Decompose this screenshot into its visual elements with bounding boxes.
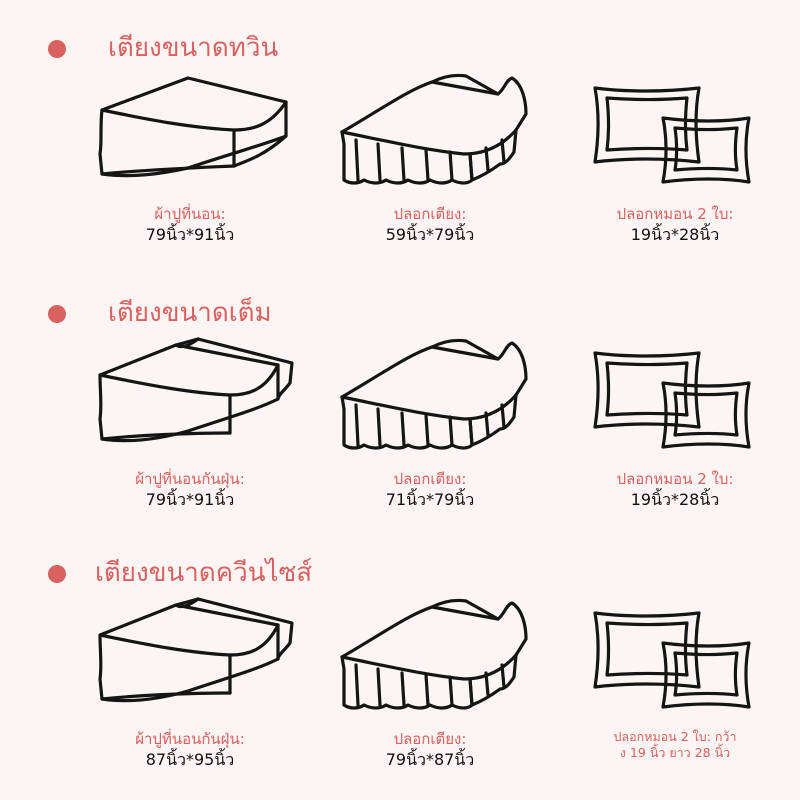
section-title: เตียงขนาดทวิน xyxy=(108,33,279,63)
bed-skirt-item: ปลอกเตียง: 59นิ้ว*79นิ้ว xyxy=(320,70,540,246)
bullet-dot-icon xyxy=(48,305,66,323)
item-caption: ผ้าปูที่นอนกันฝุ่น: xyxy=(135,470,245,488)
fitted-sheet-item: ผ้าปูที่นอนกันฝุ่น: 79นิ้ว*91นิ้ว xyxy=(80,335,300,511)
item-size: 19นิ้ว*28นิ้ว xyxy=(630,490,720,509)
item-size: 71นิ้ว*79นิ้ว xyxy=(385,490,475,509)
section-title: เตียงขนาดควีนไซส์ xyxy=(95,558,313,588)
pillowcases-icon xyxy=(593,611,751,709)
bullet-dot-icon xyxy=(48,565,66,583)
item-size: 79นิ้ว*91นิ้ว xyxy=(145,490,235,509)
item-size: ง 19 นิ้ว ยาว 28 นิ้ว xyxy=(619,745,731,760)
item-caption: ผ้าปูที่นอน: xyxy=(154,205,226,223)
section-title: เตียงขนาดเต็ม xyxy=(108,298,272,328)
pillowcases-icon xyxy=(593,86,751,184)
bed-skirt-item: ปลอกเตียง: 71นิ้ว*79นิ้ว xyxy=(320,335,540,511)
fitted-sheet-item: ผ้าปูที่นอนกันฝุ่น: 87นิ้ว*95นิ้ว xyxy=(80,595,300,771)
section-header: เตียงขนาดเต็ม xyxy=(0,293,800,333)
item-size: 79นิ้ว*87นิ้ว xyxy=(385,750,475,769)
section-header: เตียงขนาดควีนไซส์ xyxy=(0,553,800,593)
bed-skirt-item: ปลอกเตียง: 79นิ้ว*87นิ้ว xyxy=(320,595,540,771)
bullet-dot-icon xyxy=(48,40,66,58)
pillowcase-item: ปลอกหมอน 2 ใบ: 19นิ้ว*28นิ้ว xyxy=(565,70,785,246)
item-size: 19นิ้ว*28นิ้ว xyxy=(630,225,720,244)
item-size: 87นิ้ว*95นิ้ว xyxy=(145,750,235,769)
item-caption: ปลอกเตียง: xyxy=(393,205,467,223)
pillowcase-item: ปลอกหมอน 2 ใบ: 19นิ้ว*28นิ้ว xyxy=(565,335,785,511)
item-caption: ปลอกเตียง: xyxy=(393,730,467,748)
item-caption: ปลอกเตียง: xyxy=(393,470,467,488)
item-caption: ปลอกหมอน 2 ใบ: xyxy=(616,470,734,488)
fitted-sheet-icon xyxy=(98,597,294,703)
fitted-sheet-icon xyxy=(98,337,294,443)
item-size: 59นิ้ว*79นิ้ว xyxy=(385,225,475,244)
bed-skirt-icon xyxy=(340,73,528,185)
item-caption: ปลอกหมอน 2 ใบ: xyxy=(616,205,734,223)
item-caption: ผ้าปูที่นอนกันฝุ่น: xyxy=(135,730,245,748)
item-size: 79นิ้ว*91นิ้ว xyxy=(145,225,235,244)
item-caption: ปลอกหมอน 2 ใบ: กว้า xyxy=(613,729,737,744)
bed-skirt-icon xyxy=(340,338,528,450)
pillowcase-item: ปลอกหมอน 2 ใบ: กว้า ง 19 นิ้ว ยาว 28 นิ้… xyxy=(565,595,785,761)
fitted-sheet-item: ผ้าปูที่นอน: 79นิ้ว*91นิ้ว xyxy=(80,70,300,246)
bed-skirt-icon xyxy=(340,598,528,710)
pillowcases-icon xyxy=(593,351,751,449)
fitted-sheet-icon xyxy=(98,76,288,178)
section-header: เตียงขนาดทวิน xyxy=(0,28,800,68)
